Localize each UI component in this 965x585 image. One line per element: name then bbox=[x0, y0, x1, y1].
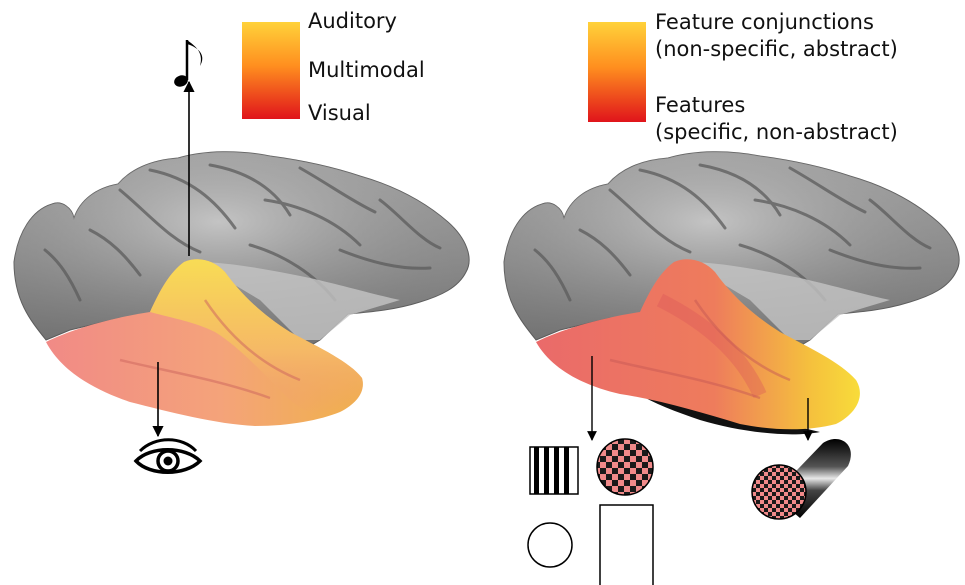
rectangle-outline-icon bbox=[600, 505, 653, 585]
striped-square-icon bbox=[530, 447, 578, 494]
checkered-disc-icon bbox=[597, 439, 653, 495]
music-note-icon bbox=[173, 40, 203, 89]
eye-icon bbox=[136, 440, 200, 473]
circle-outline-icon bbox=[528, 523, 572, 567]
checkered-cylinder-icon bbox=[752, 439, 851, 520]
left-brain bbox=[14, 40, 469, 472]
right-brain bbox=[504, 152, 959, 440]
